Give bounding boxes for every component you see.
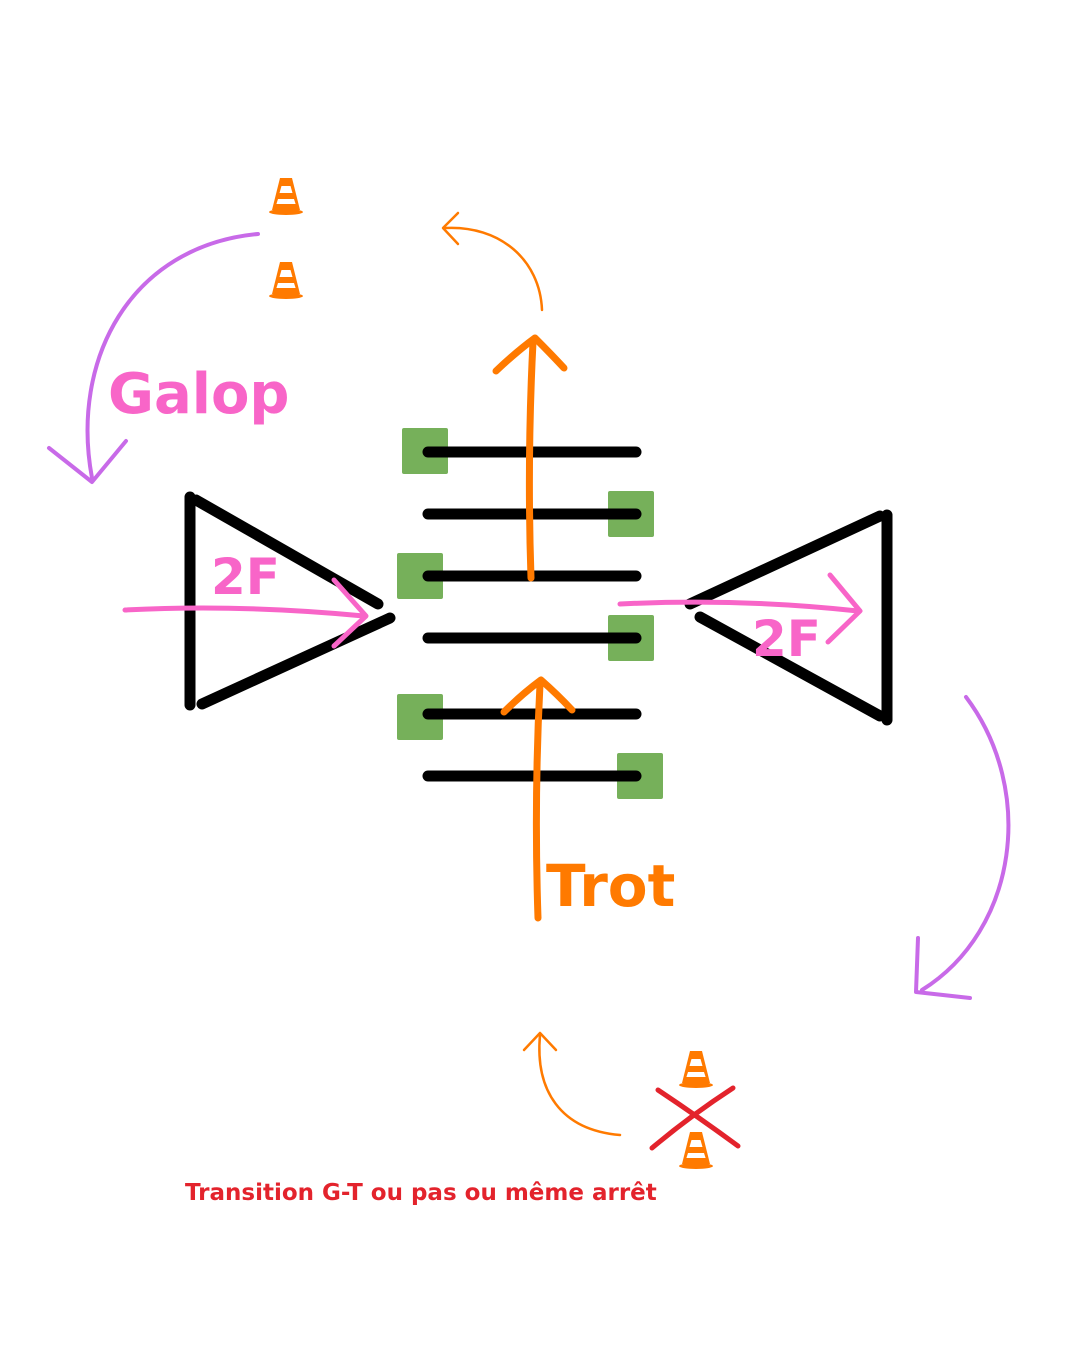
pole-marker [397,694,443,740]
two-f-label-left: 2F [211,548,280,606]
traffic-cone-icon [269,262,303,299]
transition-caption: Transition G-T ou pas ou même arrêt [185,1180,657,1206]
traffic-cone-icon [679,1132,713,1169]
left-v-obstacle [184,491,396,711]
arrow-up-upper [525,338,537,582]
arrow-up-lower [532,680,544,922]
right-v-obstacle [684,509,893,726]
two-f-label-right: 2F [752,610,821,668]
cross-mark-icon [649,1085,741,1151]
traffic-cone-icon [269,178,303,215]
trot-label: Trot [546,852,676,920]
traffic-cone-icon [679,1051,713,1088]
arrow-curve-top [443,226,544,312]
arrow-right-right [617,599,861,614]
trot-arrows [441,211,622,1137]
galop-arrows [47,232,1011,1000]
arrow-curve-left [85,232,260,480]
galop-label: Galop [108,362,290,427]
arrow-curve-bottom [538,1033,622,1137]
two-f-arrows [122,572,863,649]
arrow-curve-right [920,695,1011,992]
arrow-right-left [122,605,367,619]
pole-marker [397,553,443,599]
